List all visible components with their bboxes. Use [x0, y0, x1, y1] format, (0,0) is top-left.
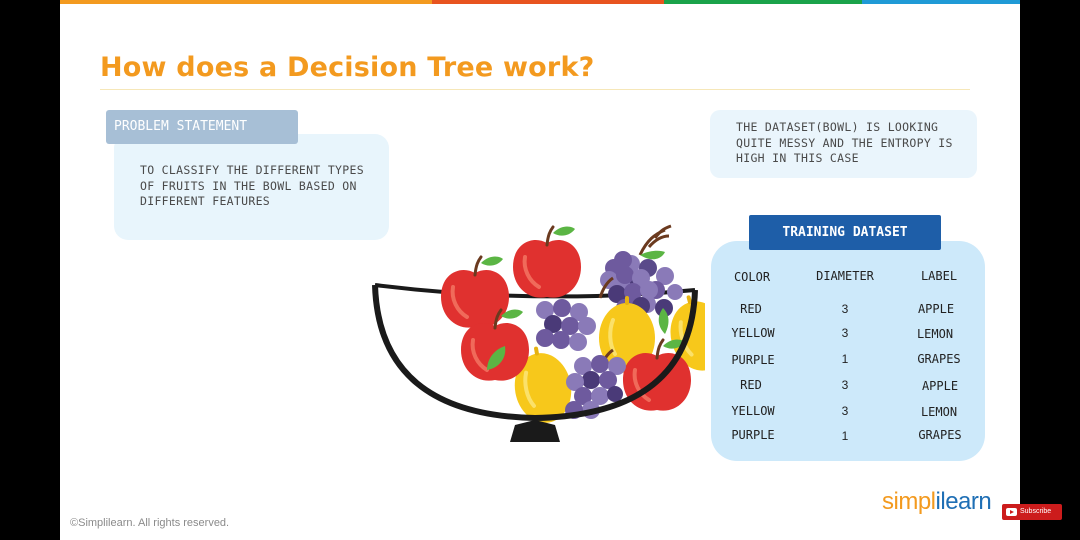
table-row-4-color: RED: [740, 378, 762, 392]
table-row-6-diameter: 1: [841, 429, 849, 443]
table-row-1-label: APPLE: [917, 302, 955, 316]
training-dataset-table: [711, 241, 985, 461]
table-row-5-label: LEMON: [920, 405, 958, 419]
title-divider: [100, 89, 970, 90]
table-row-2-diameter: 3: [841, 326, 849, 340]
table-header-diameter: DIAMETER: [816, 269, 874, 283]
table-row-5-color: YELLOW: [731, 404, 775, 418]
table-row-6-color: PURPLE: [731, 428, 775, 442]
problem-statement-box: [114, 134, 389, 240]
training-dataset-tab: TRAINING DATASET: [749, 215, 941, 250]
youtube-play-icon: [1006, 508, 1017, 516]
problem-statement-tab: PROBLEM STATEMENT: [106, 110, 298, 144]
table-header-label: LABEL: [920, 269, 958, 283]
table-row-2-label: LEMON: [916, 327, 954, 341]
table-row-4-diameter: 3: [841, 378, 849, 392]
subscribe-label: Subscribe: [1020, 508, 1052, 515]
grapes-left: [536, 276, 614, 351]
table-row-5-diameter: 3: [841, 404, 849, 418]
grapes-center-top: [614, 224, 672, 269]
fruit-bowl-illustration: [372, 224, 705, 442]
top-color-bar: [60, 0, 1020, 4]
table-row-3-diameter: 1: [841, 352, 849, 366]
slide-title: How does a Decision Tree work?: [100, 52, 595, 83]
table-header-color: COLOR: [733, 270, 771, 284]
dataset-note-text: THE DATASET(BOWL) IS LOOKING QUITE MESSY…: [736, 120, 953, 165]
problem-statement-text: TO CLASSIFY THE DIFFERENT TYPES OF FRUIT…: [140, 163, 364, 208]
table-row-1-diameter: 3: [841, 302, 849, 316]
grapes-bottom: [565, 348, 626, 419]
slide: How does a Decision Tree work? PROBLEM S…: [60, 0, 1020, 540]
table-row-4-label: APPLE: [921, 379, 959, 393]
table-row-2-color: YELLOW: [731, 326, 775, 340]
dataset-note-box: [710, 110, 977, 178]
table-row-3-color: PURPLE: [731, 353, 775, 367]
table-row-3-label: GRAPES: [917, 352, 961, 366]
table-row-1-color: RED: [740, 302, 762, 316]
copyright-text: ©Simplilearn. All rights reserved.: [70, 517, 230, 529]
simplilearn-logo: simplilearn: [882, 488, 992, 515]
table-row-6-label: GRAPES: [918, 428, 962, 442]
subscribe-button[interactable]: Subscribe: [1002, 504, 1062, 520]
